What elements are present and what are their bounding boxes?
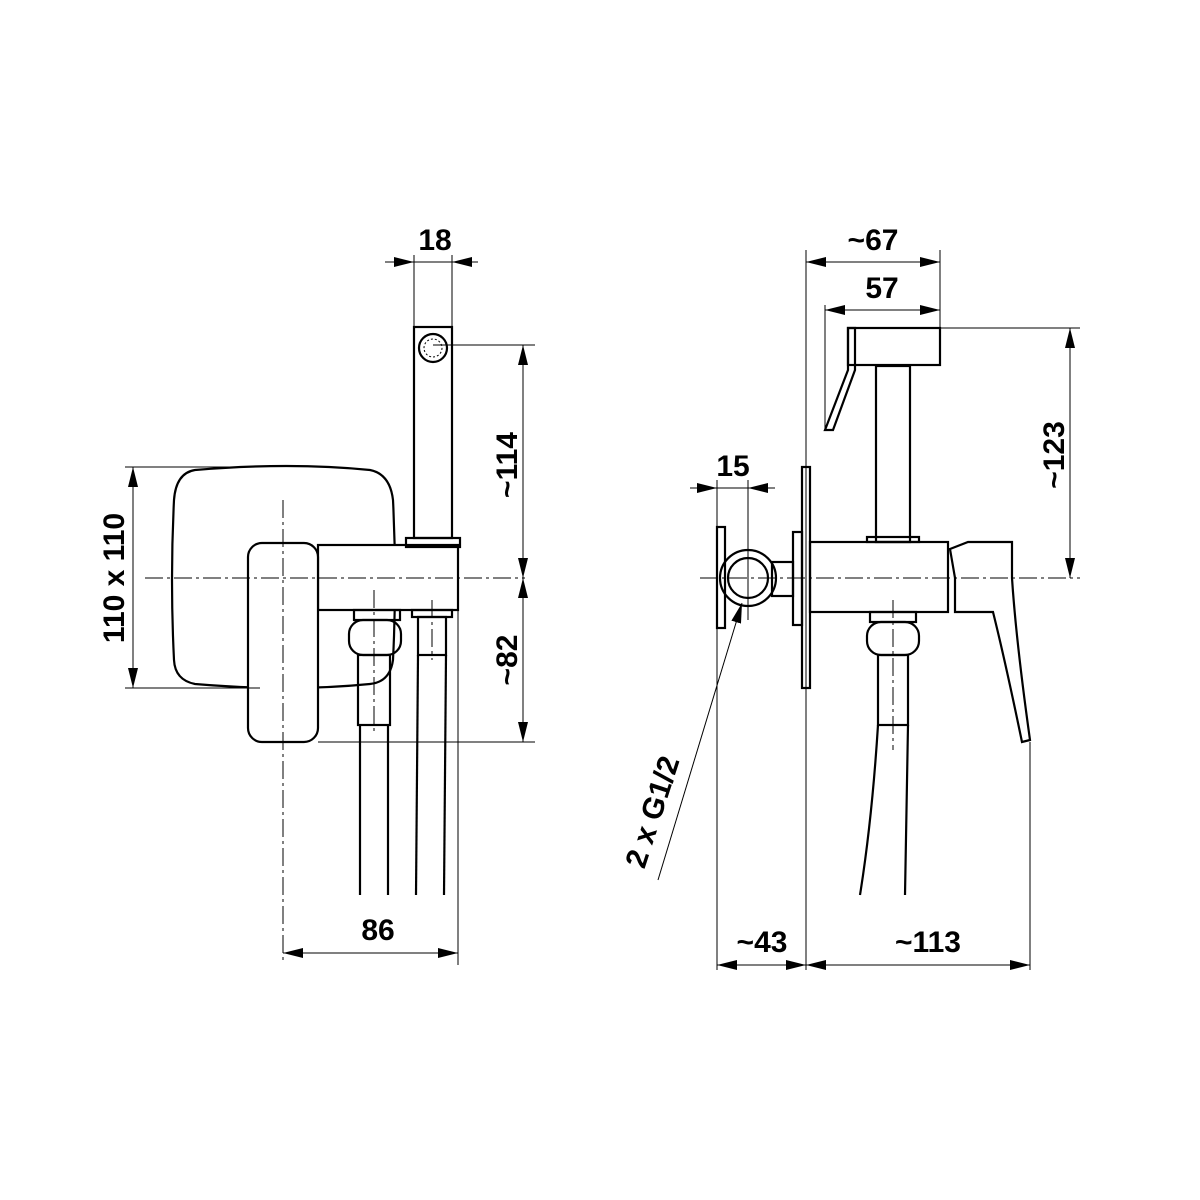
side-view: ~67 57 ~123 15 2 x G1/2 ~43 ~113 [619,224,1080,970]
dim-connection-offset: 15 [716,450,749,483]
side-lever [948,540,1032,744]
dim-below-axis: ~82 [491,635,524,686]
dim-wall-depth: ~43 [737,926,788,959]
wall-plate [170,464,397,690]
dim-head-length: 57 [865,272,898,305]
mixer-body [808,540,950,614]
dim-projection: ~113 [895,926,961,959]
dim-side-height: ~123 [1038,421,1071,489]
dim-shower-width: 18 [418,224,451,257]
dim-front-width: 86 [361,914,394,947]
side-shower-head [846,326,942,367]
side-stick [874,364,912,544]
trigger-lever [823,326,857,432]
dim-plate-size: 110 x 110 [98,513,131,643]
hand-shower-stick [412,325,454,540]
front-view: 18 ~114 ~82 110 x 110 86 [98,224,535,965]
connection-label: 2 x G1/2 [619,752,686,872]
shower-head-nozzle [417,332,449,364]
holder-collar [404,536,462,549]
dim-shower-height: ~114 [491,432,524,498]
dim-side-total-width: ~67 [848,224,899,257]
